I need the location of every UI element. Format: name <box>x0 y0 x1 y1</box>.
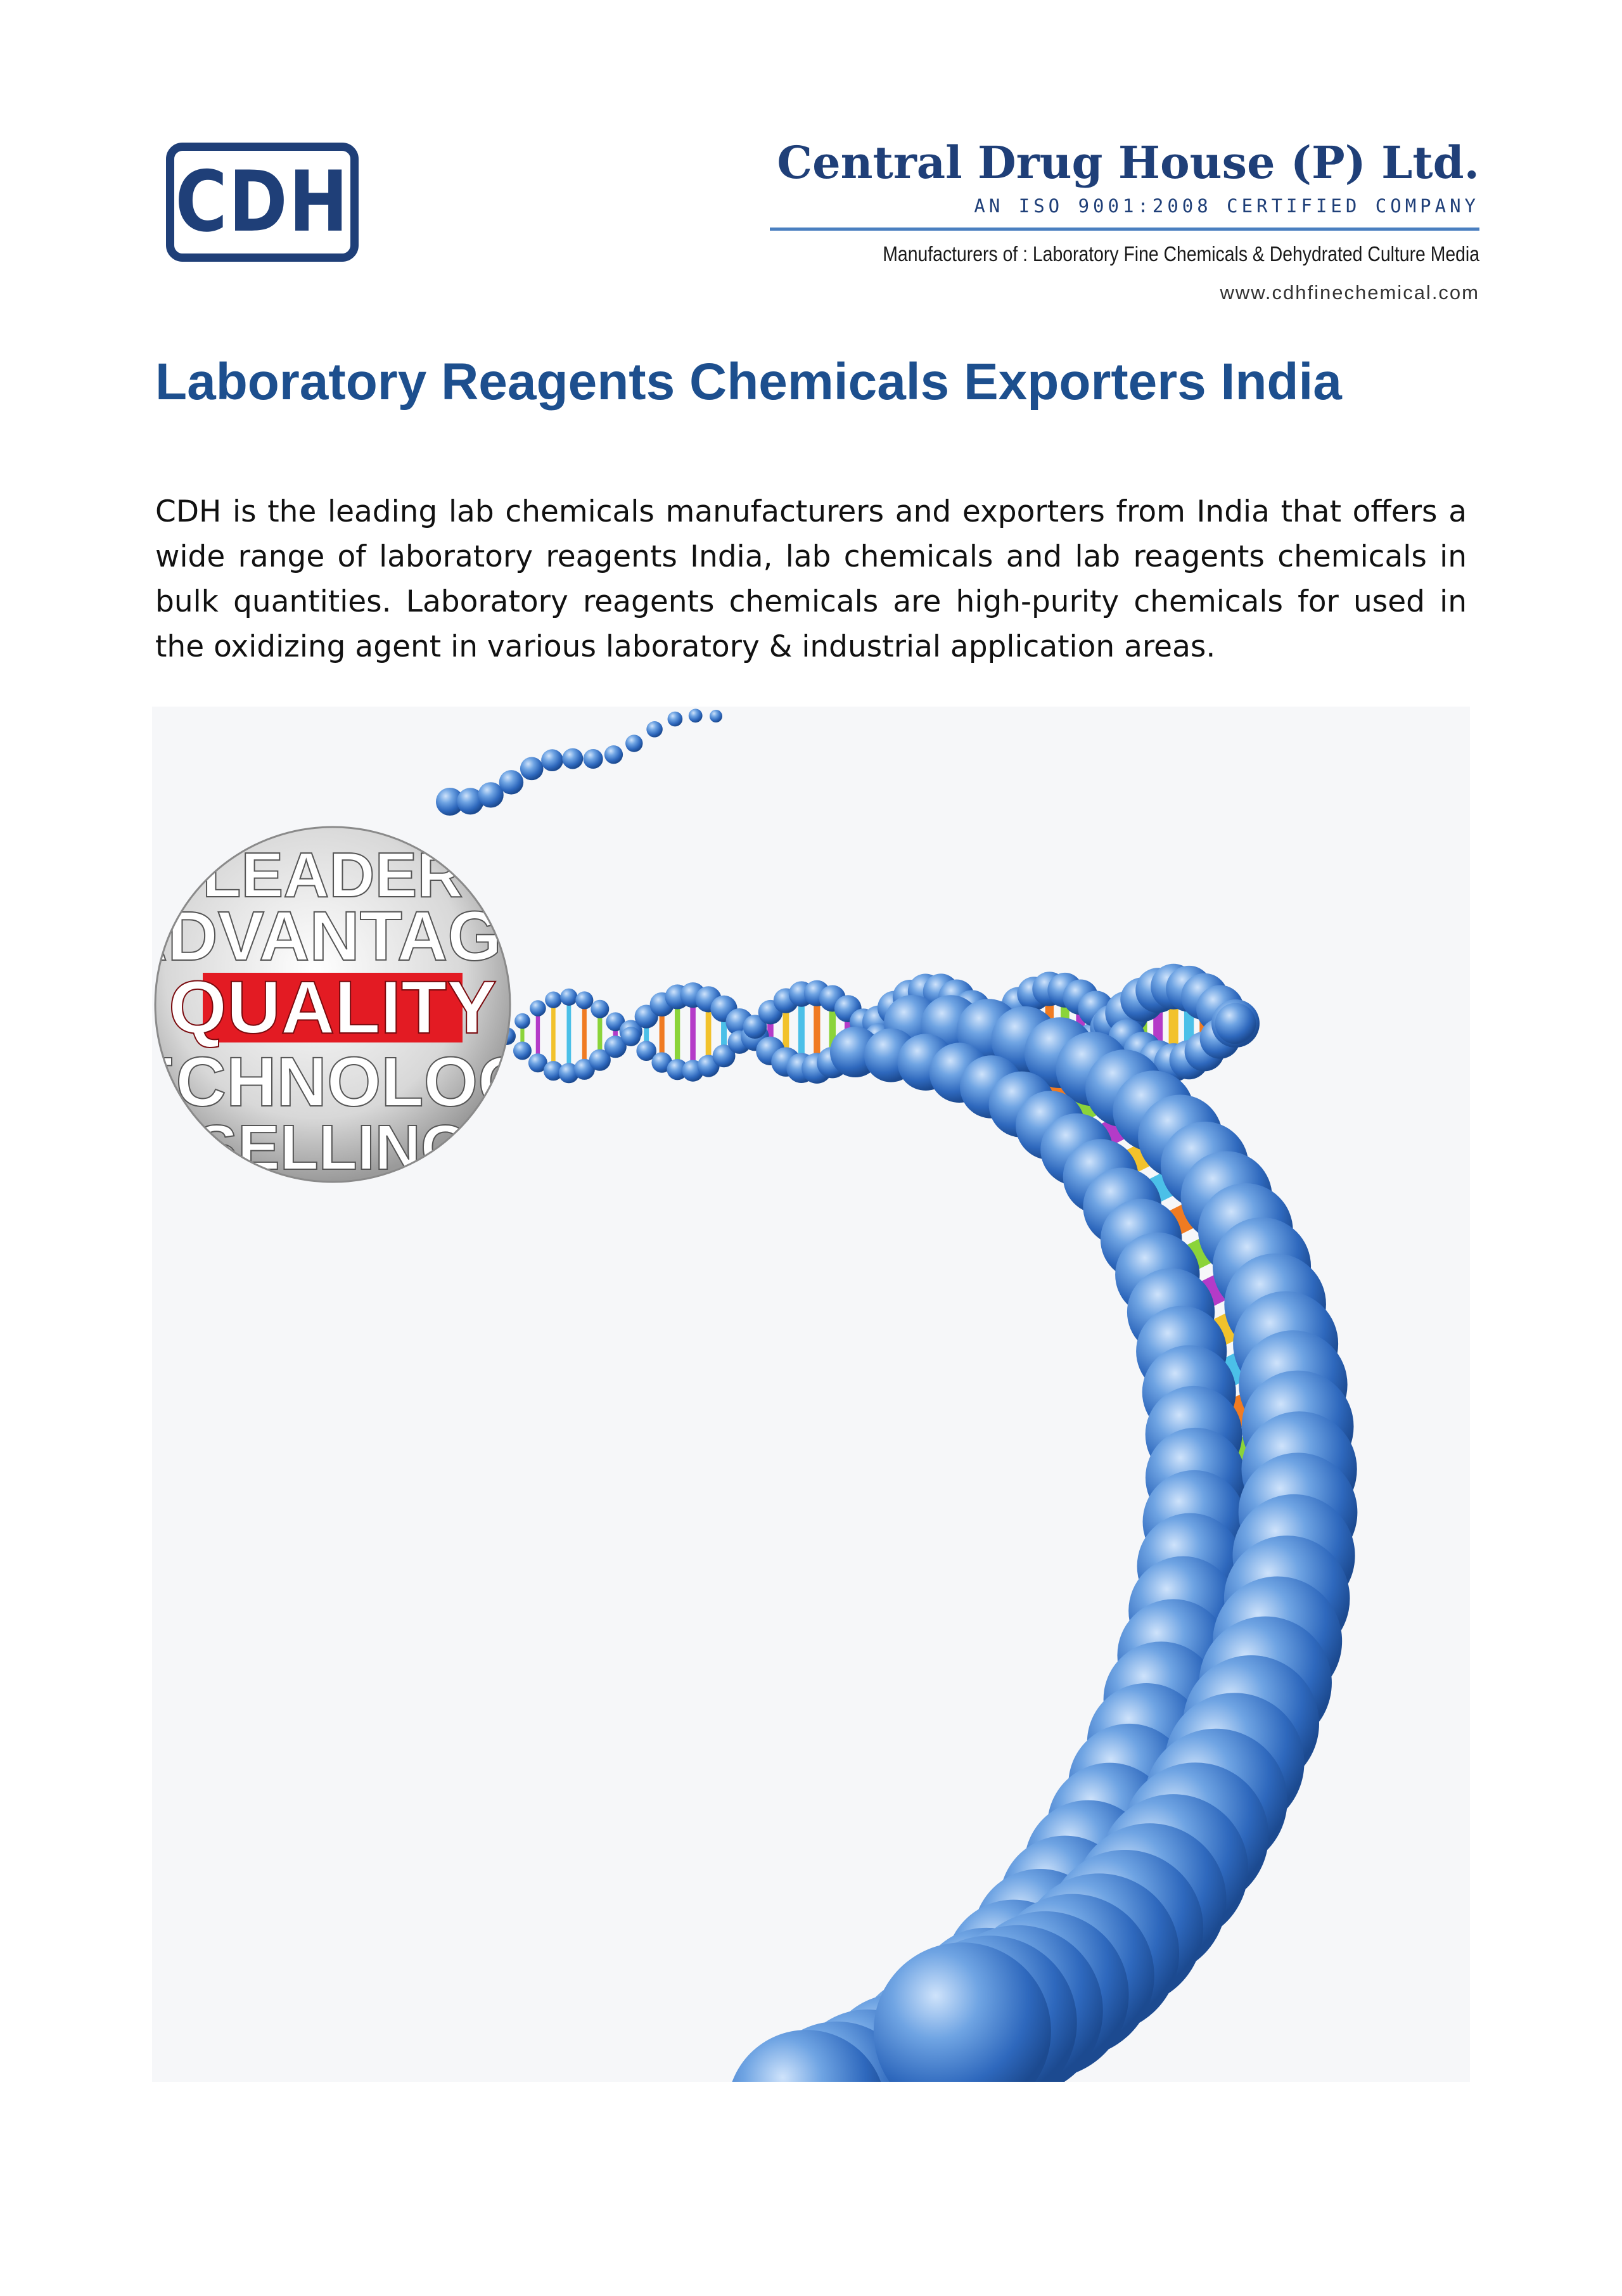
manufacturers-line: Manufacturers of : Laboratory Fine Chemi… <box>883 242 1479 266</box>
strand-atom <box>499 770 524 795</box>
helix-atom <box>667 1058 688 1081</box>
sphere-word-technology: TECHNOLOGY <box>152 1043 578 1121</box>
helix-atom <box>545 991 562 1008</box>
strand-atom <box>436 788 464 816</box>
strand-atom <box>604 745 623 764</box>
helix-atom <box>575 991 594 1010</box>
helix-atom <box>573 1058 595 1080</box>
strand-atom <box>541 749 563 772</box>
strand-atom <box>710 710 722 723</box>
strand-atom <box>646 721 663 738</box>
helix-atom <box>543 1061 563 1081</box>
helix-atom <box>636 1041 657 1061</box>
dna-illustration: LEADER ADVANTAGE QUALITY TECHNOLOGY SELL… <box>152 707 1470 2082</box>
strand-atom <box>478 782 504 808</box>
helix-atom <box>712 1044 736 1068</box>
helix-atom <box>589 1049 611 1071</box>
word-sphere: LEADER ADVANTAGE QUALITY TECHNOLOGY SELL… <box>152 826 578 1183</box>
header-divider <box>770 228 1479 231</box>
strand-atom <box>562 748 584 769</box>
dna-helix-graphic: LEADER ADVANTAGE QUALITY TECHNOLOGY SELL… <box>152 709 1358 2082</box>
cdh-logo: CDH <box>166 143 359 262</box>
strand-atom <box>667 711 683 727</box>
sphere-word-quality: QUALITY <box>169 966 497 1049</box>
helix-atom <box>606 1012 625 1032</box>
helix-atoms <box>436 709 1358 2082</box>
sphere-word-advantage: ADVANTAGE <box>152 897 548 975</box>
sphere-word-leader: LEADER <box>202 840 463 911</box>
company-name: Central Drug House (P) Ltd. <box>777 136 1479 189</box>
strand-atom <box>583 748 603 769</box>
helix-atom <box>558 1063 579 1084</box>
helix-atom <box>743 1015 767 1039</box>
helix-atom <box>621 1027 641 1046</box>
certification-line: AN ISO 9001:2008 CERTIFIED COMPANY <box>974 195 1479 217</box>
helix-atom <box>873 1942 1051 2082</box>
helix-atom <box>732 2030 881 2082</box>
helix-atom <box>591 999 610 1018</box>
helix-atom <box>560 988 578 1006</box>
sphere-word-selling: SELLING <box>195 1112 469 1183</box>
website-link[interactable]: www.cdhfinechemical.com <box>1220 281 1479 304</box>
helix-atom <box>514 1013 530 1029</box>
strand-atom <box>688 709 703 723</box>
page-title: Laboratory Reagents Chemicals Exporters … <box>155 353 1342 411</box>
logo-text: CDH <box>175 153 350 251</box>
intro-paragraph: CDH is the leading lab chemicals manufac… <box>155 494 1467 664</box>
helix-atom <box>528 1053 547 1073</box>
helix-atom <box>513 1041 532 1060</box>
helix-atom <box>604 1036 627 1058</box>
strand-atom <box>457 788 484 815</box>
strand-atom <box>625 734 643 752</box>
strand-atom <box>520 757 544 781</box>
helix-atom <box>1215 1003 1256 1044</box>
helix-atom <box>530 1000 546 1017</box>
